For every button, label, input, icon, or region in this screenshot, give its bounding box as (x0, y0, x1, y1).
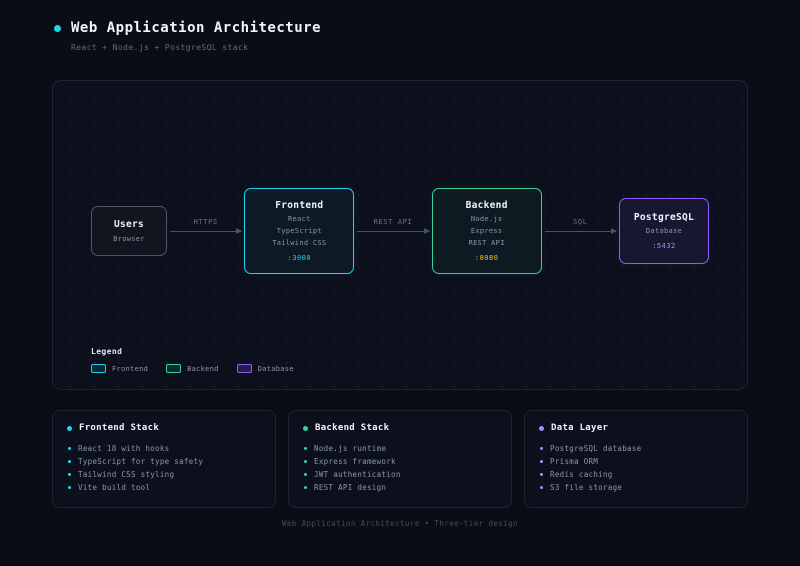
legend-items: Frontend Backend Database (91, 364, 294, 373)
stack-cards: Frontend Stack React 18 with hooks TypeS… (52, 410, 748, 508)
card-title-row: Backend Stack (303, 423, 497, 433)
node-title: Backend (465, 200, 508, 211)
legend-item-database: Database (236, 364, 294, 373)
node-frontend: Frontend React TypeScript Tailwind CSS :… (244, 188, 355, 274)
legend-label: Database (257, 364, 294, 373)
legend-title: Legend (91, 347, 123, 356)
card-title: Data Layer (551, 423, 609, 433)
card-bullet-icon (539, 425, 544, 431)
node-title: Users (113, 219, 145, 230)
card-backend-stack: Backend Stack Node.js runtime Express fr… (288, 410, 512, 508)
list-item: Vite build tool (67, 481, 261, 494)
list-item: Node.js runtime (303, 442, 497, 455)
card-bullet-icon (303, 425, 308, 431)
node-port: :5432 (652, 242, 676, 250)
footer-caption: Web Application Architecture • Three-tie… (282, 519, 518, 528)
card-title: Frontend Stack (79, 423, 160, 433)
legend-item-backend: Backend (166, 364, 219, 373)
node-subtitle: Browser (113, 235, 145, 243)
legend: Legend Frontend Backend Database (91, 347, 294, 373)
card-data-layer: Data Layer PostgreSQL database Prisma OR… (524, 410, 748, 508)
card-title-row: Frontend Stack (67, 423, 261, 433)
card-frontend-stack: Frontend Stack React 18 with hooks TypeS… (52, 410, 276, 508)
node-tech: Tailwind CSS (272, 239, 327, 247)
list-item: Express framework (303, 455, 497, 468)
edge-label: HTTPS (193, 217, 218, 226)
node-tech: React (288, 215, 311, 223)
node-subtitle: Database (645, 227, 683, 235)
title-bullet-icon (54, 24, 61, 32)
node-port: :8080 (474, 254, 499, 262)
list-item: PostgreSQL database (539, 442, 733, 455)
node-backend: Backend Node.js Express REST API :8080 (431, 188, 542, 274)
card-list: React 18 with hooks TypeScript for type … (67, 442, 261, 494)
list-item: S3 file storage (539, 481, 733, 494)
legend-swatch-backend (166, 364, 182, 373)
diagram-flow: Users Browser HTTPS Frontend React TypeS… (53, 81, 747, 381)
node-tech: REST API (468, 239, 505, 247)
node-tech: TypeScript (276, 227, 322, 235)
node-postgresql: PostgreSQL Database :5432 (618, 198, 709, 264)
legend-swatch-database (236, 364, 252, 373)
edge-sql: SQL (544, 218, 617, 234)
arrow-right-icon (423, 227, 430, 234)
list-item: React 18 with hooks (67, 442, 261, 455)
node-users: Users Browser (91, 206, 167, 256)
header: Web Application Architecture React + Nod… (0, 0, 800, 52)
list-item: Redis caching (539, 468, 733, 481)
legend-item-frontend: Frontend (91, 364, 148, 373)
node-tech: Express (470, 227, 503, 235)
card-title: Backend Stack (315, 423, 390, 433)
legend-label: Backend (187, 364, 219, 373)
legend-label: Frontend (112, 364, 149, 373)
arrow-right-icon (610, 227, 617, 234)
list-item: TypeScript for type safety (67, 455, 261, 468)
arrow-right-icon (236, 227, 243, 234)
list-item: Tailwind CSS styling (67, 468, 261, 481)
legend-swatch-frontend (91, 364, 106, 373)
node-title: PostgreSQL (633, 212, 695, 223)
edge-rest-api: REST API (357, 218, 430, 234)
card-title-row: Data Layer (539, 423, 733, 433)
page-title: Web Application Architecture (71, 20, 322, 36)
node-tech: Node.js (470, 215, 503, 223)
architecture-diagram-panel: Users Browser HTTPS Frontend React TypeS… (52, 80, 748, 390)
card-list: Node.js runtime Express framework JWT au… (303, 442, 497, 494)
card-list: PostgreSQL database Prisma ORM Redis cac… (539, 442, 733, 494)
title-row: Web Application Architecture (54, 20, 800, 36)
node-title: Frontend (275, 200, 324, 211)
node-port: :3000 (287, 254, 312, 262)
edge-https: HTTPS (170, 218, 243, 234)
page-subtitle: React + Node.js + PostgreSQL stack (71, 43, 249, 52)
list-item: REST API design (303, 481, 497, 494)
card-bullet-icon (67, 425, 72, 431)
list-item: JWT authentication (303, 468, 497, 481)
edge-label: REST API (373, 217, 413, 226)
list-item: Prisma ORM (539, 455, 733, 468)
edge-label: SQL (573, 217, 588, 226)
